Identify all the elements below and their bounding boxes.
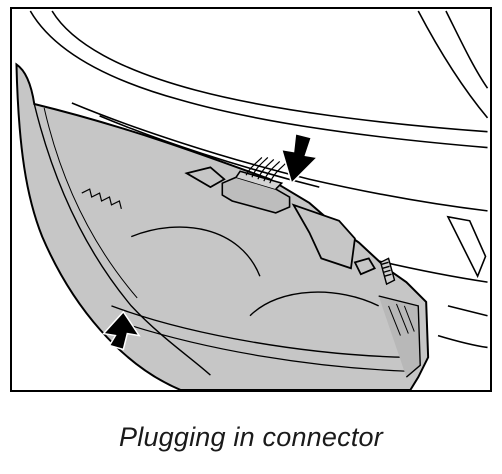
figure-caption: Plugging in connector — [119, 422, 383, 452]
headlight-connector-illustration — [15, 10, 489, 390]
headlight-housing — [15, 62, 430, 390]
connector-plug — [221, 157, 291, 214]
illustration-frame — [10, 7, 492, 392]
threaded-stud — [379, 257, 396, 286]
body-panel-lines — [29, 10, 489, 349]
down-arrow-icon — [280, 132, 319, 185]
up-arrow-icon — [102, 310, 141, 351]
housing-rear-cover — [184, 166, 376, 276]
